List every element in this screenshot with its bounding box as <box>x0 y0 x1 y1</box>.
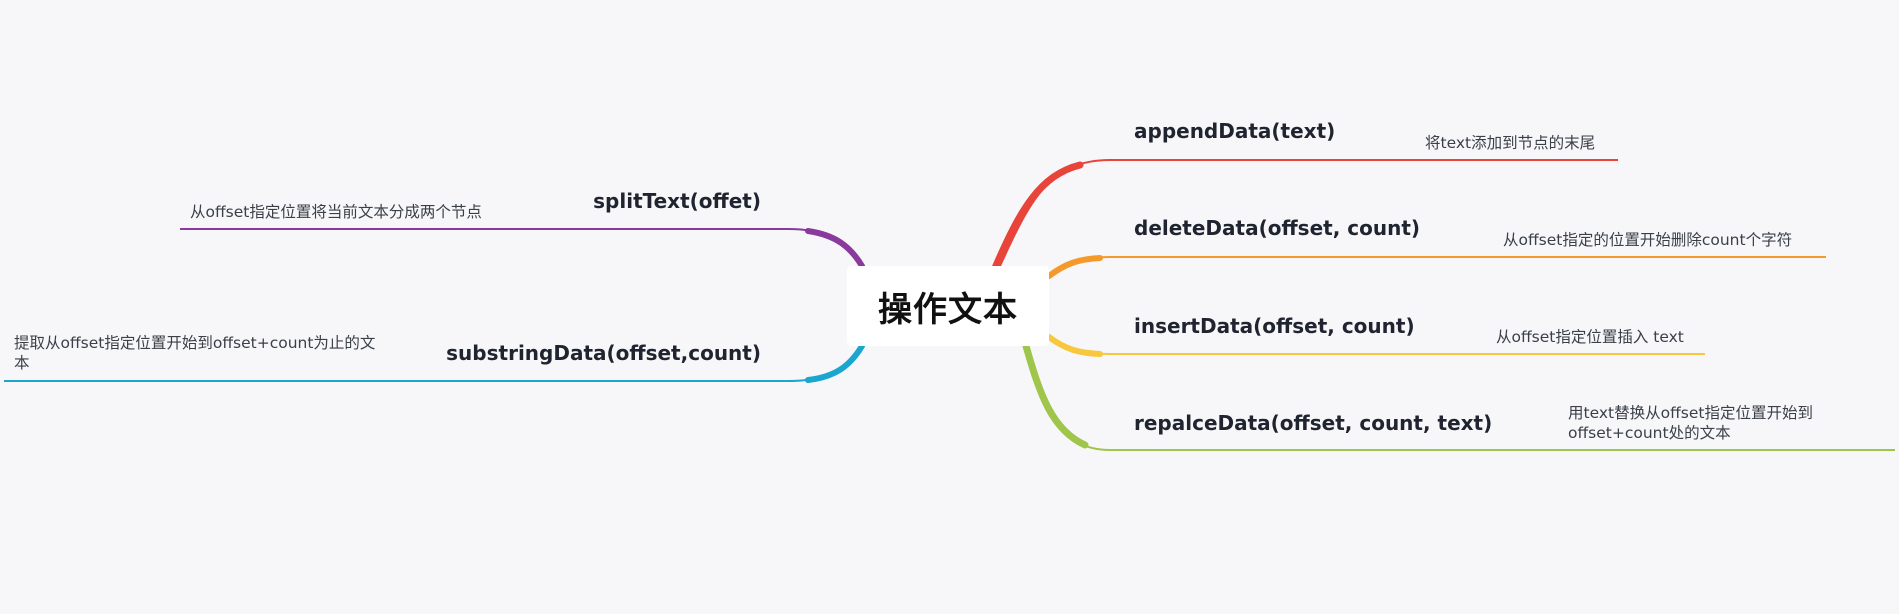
connector-append <box>999 159 1618 267</box>
note-insert-data: 从offset指定位置插入 text <box>1496 328 1684 346</box>
connector-split-root <box>805 228 865 269</box>
branch-replace-data[interactable]: repalceData(offset, count, text) <box>1134 411 1493 435</box>
note-split-text: 从offset指定位置将当前文本分成两个节点 <box>190 203 482 221</box>
connector-delete <box>1048 256 1826 276</box>
branch-delete-data[interactable]: deleteData(offset, count) <box>1134 216 1421 240</box>
note-delete-data: 从offset指定的位置开始删除count个字符 <box>1503 231 1793 249</box>
connector-delete-root <box>1046 255 1103 279</box>
note-append-data: 将text添加到节点的末尾 <box>1425 134 1596 152</box>
connector-append-root <box>991 161 1084 272</box>
branch-split-text[interactable]: splitText(offet) <box>593 189 761 213</box>
connector-split <box>180 228 863 267</box>
connector-substring-root <box>805 343 865 383</box>
branch-substring-data[interactable]: substringData(offset,count) <box>446 341 761 365</box>
branch-append-data[interactable]: appendData(text) <box>1134 119 1336 143</box>
connector-insert-root <box>1046 334 1103 357</box>
branch-insert-data[interactable]: insertData(offset, count) <box>1134 314 1415 338</box>
note-substring-data: 提取从offset指定位置开始到offset+count为止的文本 <box>14 334 376 372</box>
connector-replace-root <box>1022 342 1089 449</box>
note-replace-data: 用text替换从offset指定位置开始到offset+count处的文本 <box>1568 404 1813 442</box>
root-topic[interactable]: 操作文本 <box>847 266 1049 346</box>
